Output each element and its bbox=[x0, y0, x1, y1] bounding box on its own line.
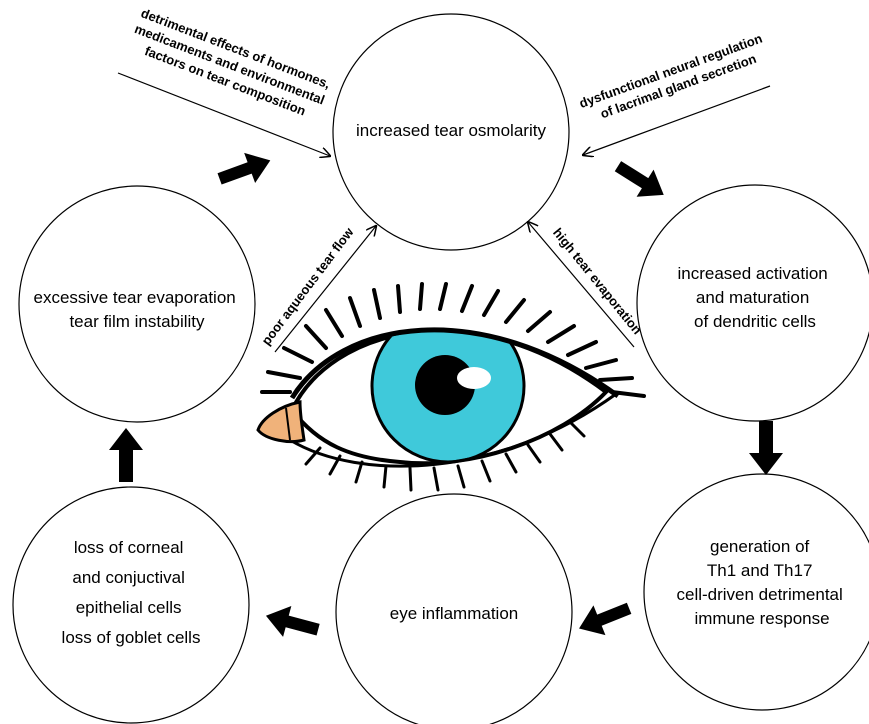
high-evap-annotation: high tear evaporation bbox=[550, 225, 645, 337]
arrow-osmolarity-to-dendritic bbox=[609, 153, 672, 209]
arrow-th-to-inflammation bbox=[573, 593, 635, 643]
poor-flow-arrow bbox=[275, 226, 376, 352]
osmolarity-text: increased tear osmolarity bbox=[356, 121, 546, 140]
tear-duct bbox=[258, 402, 304, 442]
neural-annotation: dysfunctional neural regulation of lacri… bbox=[577, 29, 773, 127]
high-evap-arrow bbox=[528, 222, 634, 347]
arrow-inflammation-to-loss bbox=[262, 600, 322, 645]
eye-highlight bbox=[457, 367, 491, 389]
arrow-loss-to-evaporation bbox=[109, 428, 143, 482]
eye-illustration bbox=[258, 284, 644, 490]
dendritic-text: increased activation and maturation of d… bbox=[678, 264, 833, 331]
hormones-annotation: detrimental effects of hormones, medicam… bbox=[126, 5, 336, 125]
arrow-evap-to-osmolarity bbox=[214, 145, 276, 194]
inflammation-text: eye inflammation bbox=[390, 604, 519, 623]
arrow-dendritic-to-th bbox=[749, 421, 783, 475]
